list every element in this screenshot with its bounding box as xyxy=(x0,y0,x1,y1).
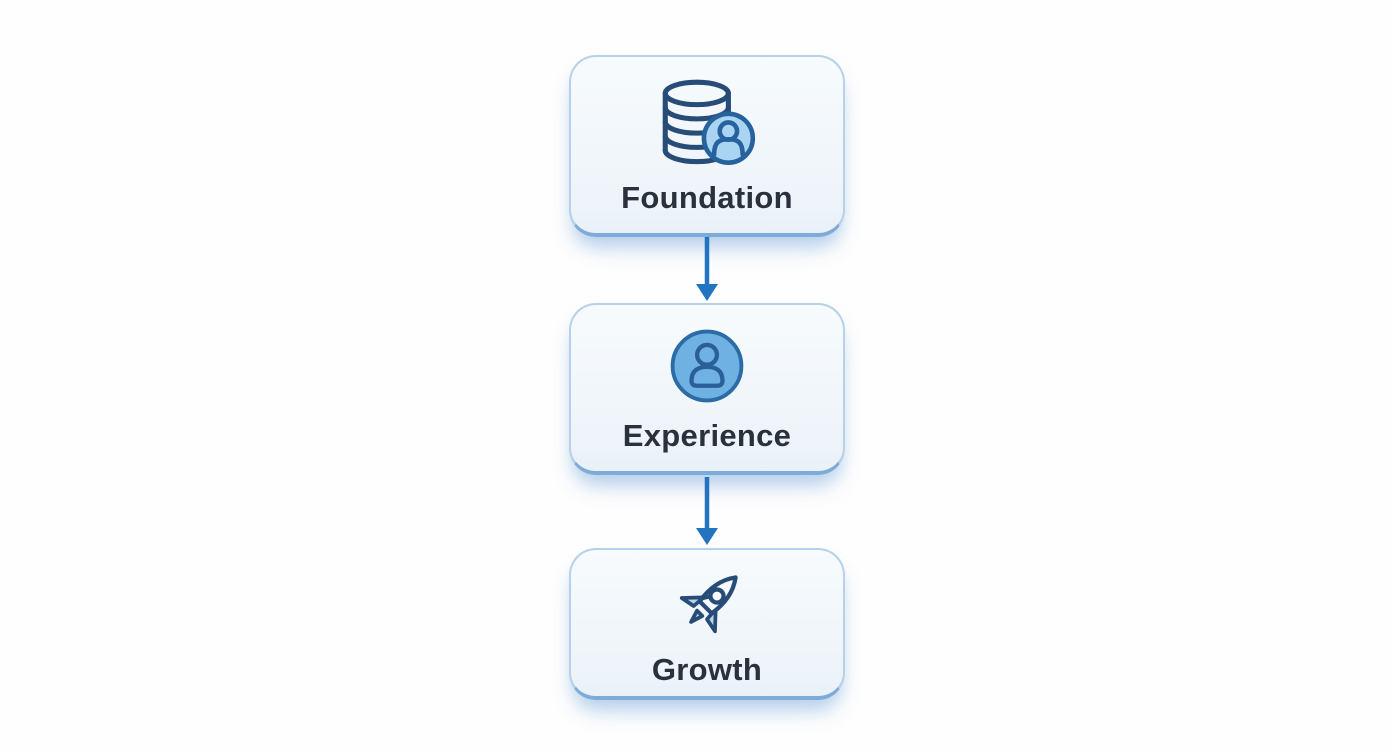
node-label-foundation: Foundation xyxy=(621,179,793,215)
node-foundation: Foundation xyxy=(569,55,845,237)
database-user-icon xyxy=(651,75,763,177)
node-growth: Growth xyxy=(569,548,845,700)
arrow-down-icon xyxy=(696,237,718,301)
user-circle-icon xyxy=(664,323,750,409)
node-experience: Experience xyxy=(569,303,845,475)
rocket-icon xyxy=(660,559,754,653)
node-label-growth: Growth xyxy=(651,651,763,687)
node-label-experience: Experience xyxy=(622,417,792,453)
arrow-down-icon xyxy=(696,477,718,545)
